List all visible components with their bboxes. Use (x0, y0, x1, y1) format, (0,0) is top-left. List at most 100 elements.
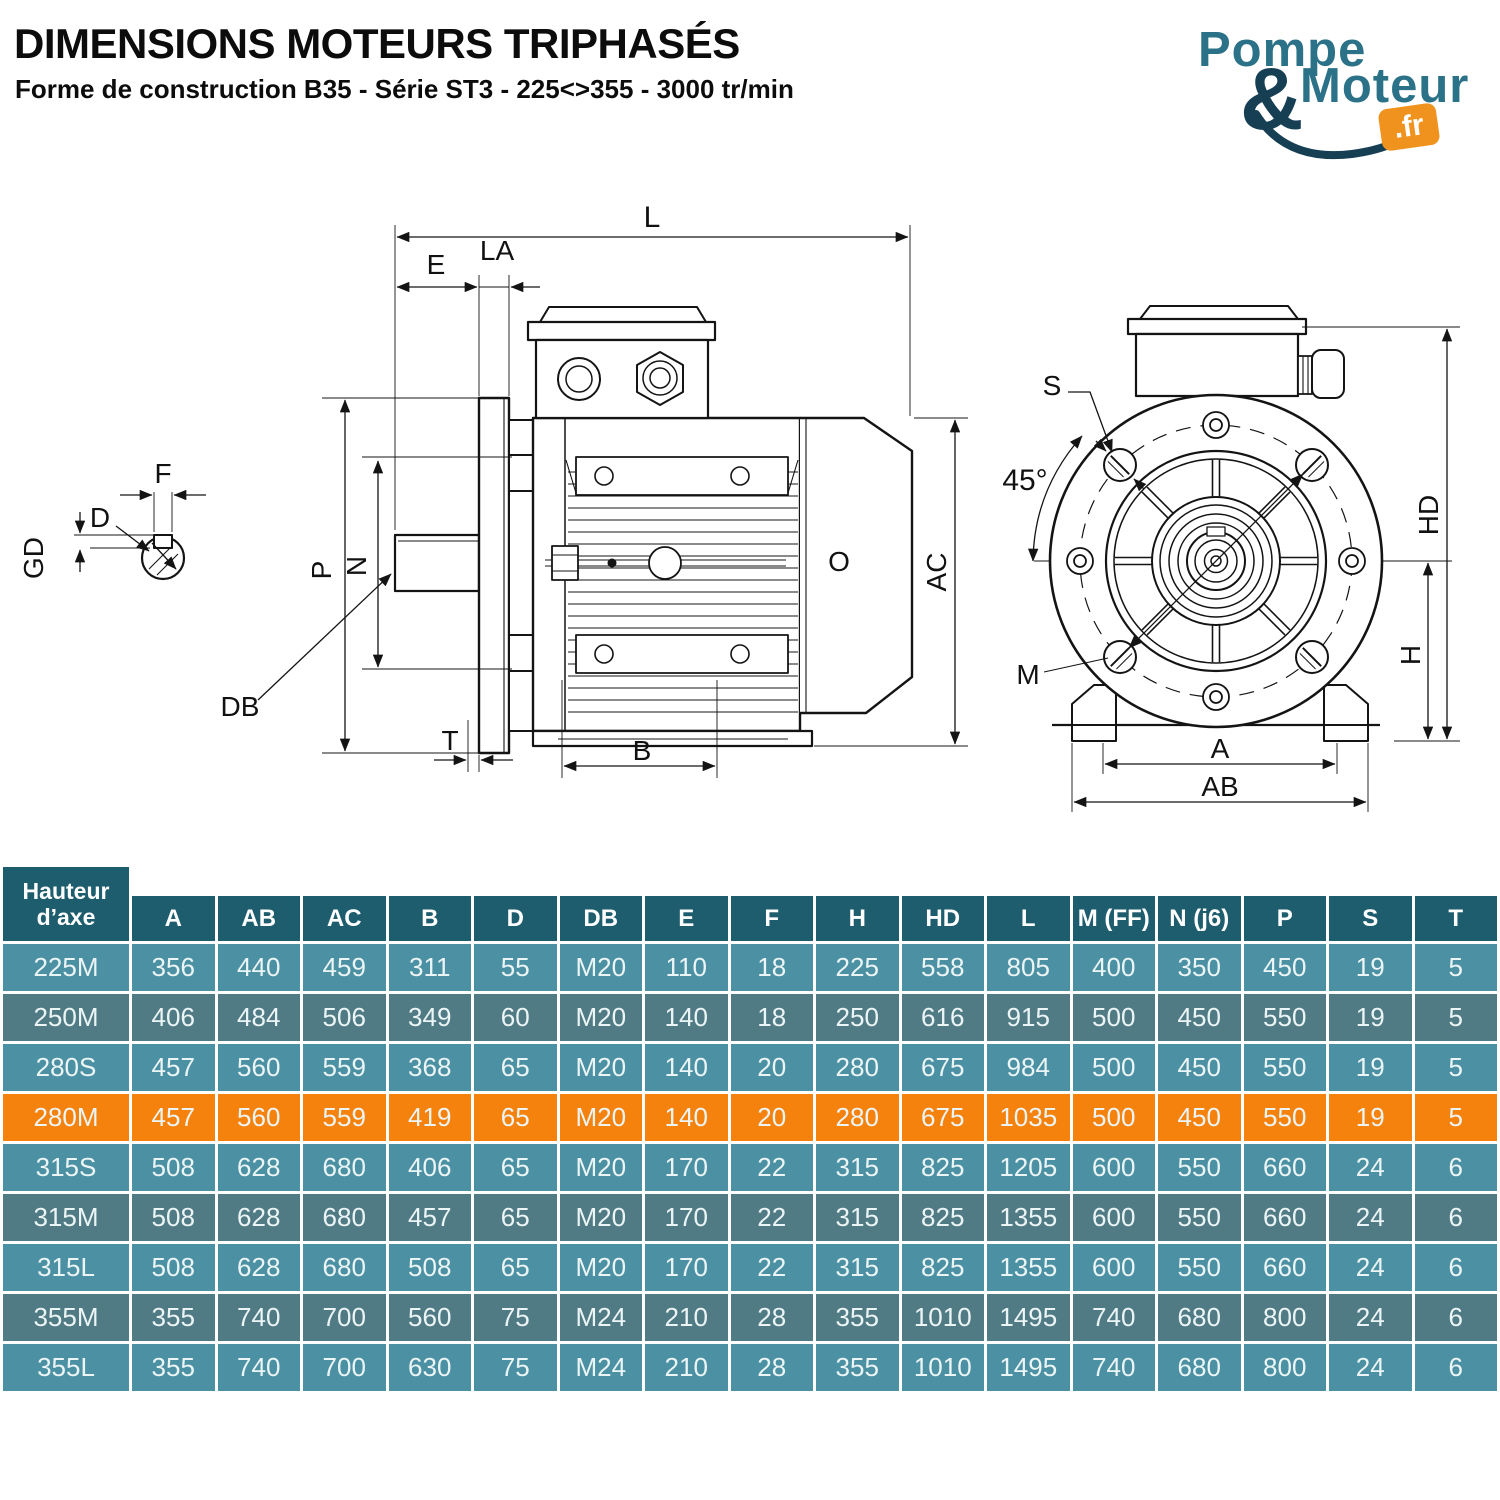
table-cell: 660 (1243, 1244, 1326, 1291)
table-cell: 915 (987, 994, 1070, 1041)
table-cell: 28 (730, 1294, 813, 1341)
table-cell: 250 (816, 994, 899, 1041)
table-cell: 65 (474, 1144, 557, 1191)
row-header: 315M (3, 1194, 129, 1241)
table-cell: 450 (1158, 1044, 1241, 1091)
table-cell: M20 (559, 994, 642, 1041)
table-cell: 356 (132, 944, 215, 991)
table-cell: 550 (1158, 1194, 1241, 1241)
table-cell: 628 (217, 1244, 300, 1291)
table-cell: 450 (1158, 1094, 1241, 1141)
table-cell: 550 (1243, 1044, 1326, 1091)
table-cell: 680 (1158, 1344, 1241, 1391)
table-cell: 24 (1329, 1194, 1412, 1241)
table-cell: 355 (132, 1344, 215, 1391)
table-cell: 1205 (987, 1144, 1070, 1191)
table-cell: 450 (1158, 994, 1241, 1041)
column-header: D (474, 896, 557, 941)
table-cell: 680 (303, 1144, 386, 1191)
table-cell: 5 (1414, 1044, 1497, 1091)
dim-label-h: H (1395, 645, 1426, 665)
table-cell: 740 (217, 1294, 300, 1341)
table-cell: 170 (645, 1244, 728, 1291)
table-cell: 140 (645, 994, 728, 1041)
table-cell: 500 (1072, 994, 1155, 1041)
table-cell: 170 (645, 1194, 728, 1241)
table-cell: 400 (1072, 944, 1155, 991)
table-cell: 600 (1072, 1194, 1155, 1241)
row-header: 355M (3, 1294, 129, 1341)
table-cell: 349 (388, 994, 471, 1041)
table-cell: 22 (730, 1194, 813, 1241)
table-cell: 680 (1158, 1294, 1241, 1341)
table-cell: 20 (730, 1044, 813, 1091)
table-cell: 65 (474, 1094, 557, 1141)
table-cell: 800 (1243, 1294, 1326, 1341)
table-cell: 550 (1243, 1094, 1326, 1141)
table-cell: 1355 (987, 1194, 1070, 1241)
table-cell: 406 (388, 1144, 471, 1191)
table-cell: 55 (474, 944, 557, 991)
column-header: N (j6) (1158, 896, 1241, 941)
table-cell: 350 (1158, 944, 1241, 991)
table-cell: 680 (303, 1244, 386, 1291)
column-header: F (730, 896, 813, 941)
table-cell: 19 (1329, 1044, 1412, 1091)
table-cell: 210 (645, 1344, 728, 1391)
table-cell: 675 (901, 1044, 984, 1091)
table-cell: 210 (645, 1294, 728, 1341)
table-cell: 740 (1072, 1344, 1155, 1391)
table-cell: 65 (474, 1194, 557, 1241)
side-view-drawing: L E LA P N DB T B O AC (221, 201, 968, 778)
table-cell: 75 (474, 1294, 557, 1341)
table-cell: 600 (1072, 1244, 1155, 1291)
column-header: L (987, 896, 1070, 941)
table-cell: 500 (1072, 1044, 1155, 1091)
table-cell: 280 (816, 1044, 899, 1091)
column-header-hauteur-axe: Hauteur d’axe (3, 867, 129, 941)
dim-label-e: E (427, 249, 446, 280)
table-cell: 6 (1414, 1294, 1497, 1341)
column-header: S (1329, 896, 1412, 941)
column-header: DB (559, 896, 642, 941)
table-cell: 508 (132, 1194, 215, 1241)
table-cell: 680 (303, 1194, 386, 1241)
table-cell: 5 (1414, 994, 1497, 1041)
dim-label-45deg: 45° (1002, 464, 1047, 497)
table-cell: 550 (1243, 994, 1326, 1041)
technical-drawing: F D GD (18, 201, 1460, 812)
table-cell: 1010 (901, 1294, 984, 1341)
table-cell: 225 (816, 944, 899, 991)
table-cell: 65 (474, 1244, 557, 1291)
row-header: 280S (3, 1044, 129, 1091)
table-cell: 419 (388, 1094, 471, 1141)
table-cell: 800 (1243, 1344, 1326, 1391)
table-cell: 355 (816, 1294, 899, 1341)
table-cell: 459 (303, 944, 386, 991)
column-header: AC (303, 896, 386, 941)
table-cell: M20 (559, 1194, 642, 1241)
table-cell: 1495 (987, 1294, 1070, 1341)
table-cell: 825 (901, 1244, 984, 1291)
table-cell: 1010 (901, 1344, 984, 1391)
table-cell: M20 (559, 1094, 642, 1141)
column-header: H (816, 896, 899, 941)
table-cell: 1035 (987, 1094, 1070, 1141)
table-cell: 825 (901, 1144, 984, 1191)
dim-label-la: LA (480, 235, 515, 266)
table-cell: 60 (474, 994, 557, 1041)
table-cell: 550 (1158, 1144, 1241, 1191)
table-cell: 450 (1243, 944, 1326, 991)
table-cell: 5 (1414, 944, 1497, 991)
table-cell: 140 (645, 1044, 728, 1091)
logo-word-moteur: Moteur (1300, 59, 1470, 113)
table-cell: 550 (1158, 1244, 1241, 1291)
table-cell: 825 (901, 1194, 984, 1241)
row-header: 315S (3, 1144, 129, 1191)
dim-label-hd: HD (1413, 495, 1444, 535)
